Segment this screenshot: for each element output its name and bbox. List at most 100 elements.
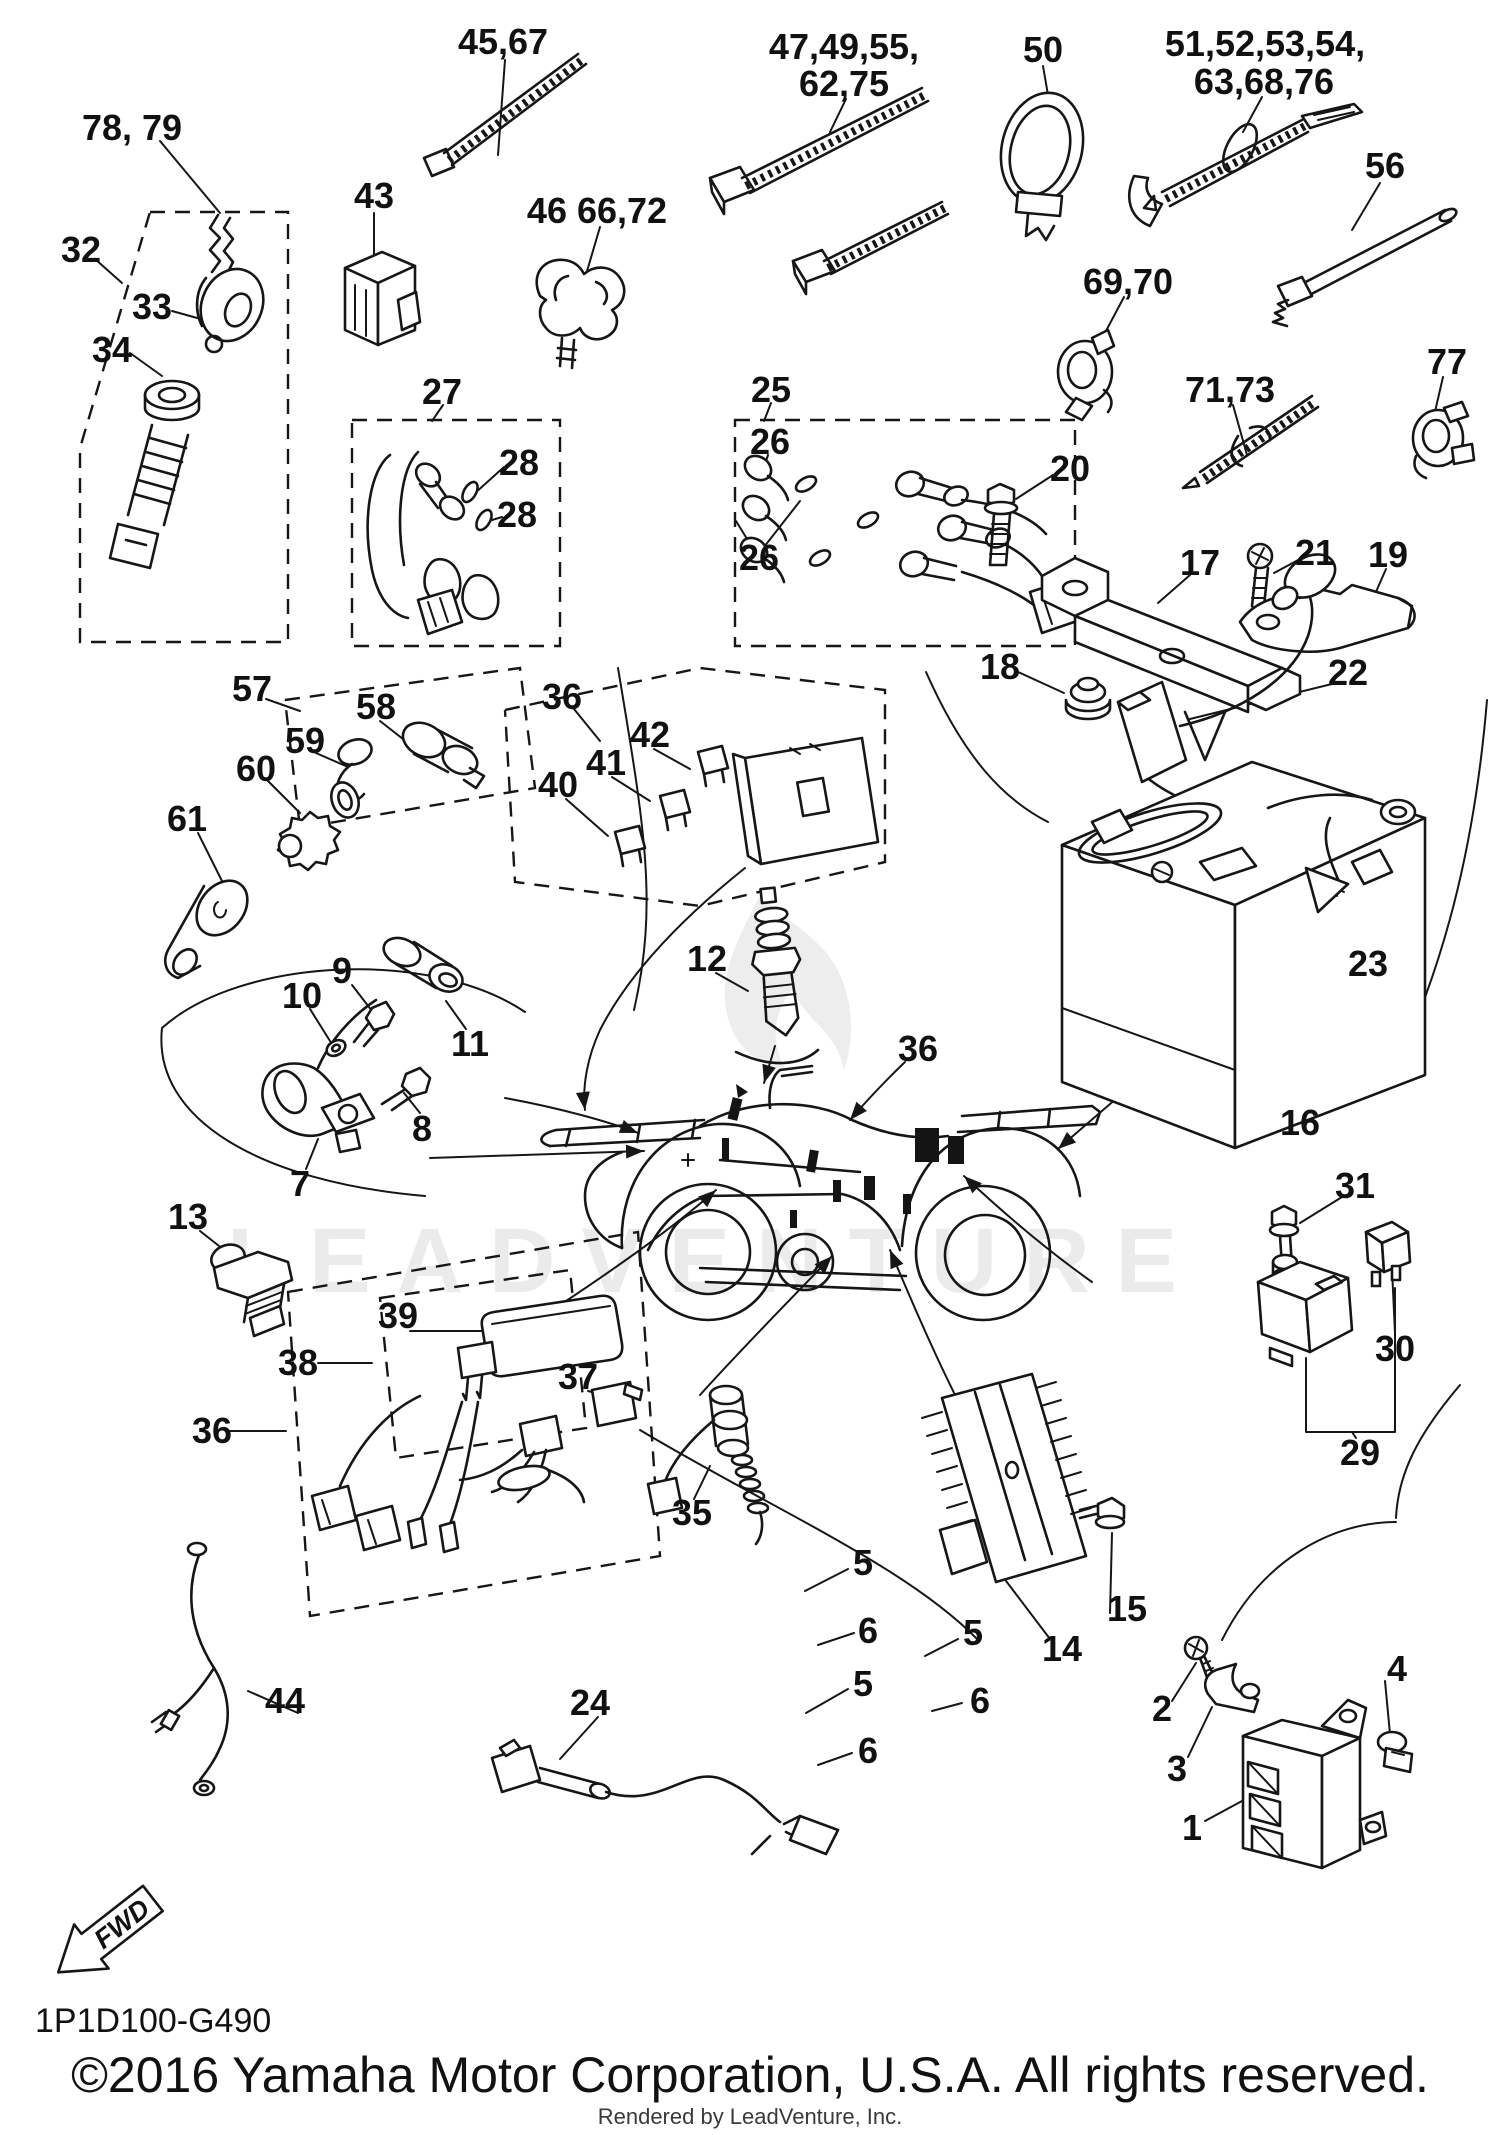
part-label-1: 1 <box>1182 1807 1202 1848</box>
part-label-2: 2 <box>1152 1688 1172 1729</box>
part-cable-tie-71-73 <box>1181 394 1320 490</box>
diagram-code: 1P1D100-G490 <box>35 2002 271 2040</box>
part-ecu-1-2-3-4 <box>1183 1635 1414 1870</box>
rendered-by-line: Rendered by LeadVenture, Inc. <box>598 2104 903 2129</box>
part-ignition-coil-7-8-9-10-11 <box>261 936 464 1154</box>
part-label-10: 10 <box>282 975 322 1016</box>
part-band-clamp-51-52-53-54-63-68-76 <box>1127 102 1364 228</box>
part-label-35: 35 <box>672 1492 712 1533</box>
part-grommet-18 <box>1064 676 1112 721</box>
part-starter-relay-29-30-31 <box>1256 1204 1412 1368</box>
watermark-text: LEADVENTURE <box>227 1210 1203 1312</box>
part-label-36: 36 <box>542 676 582 717</box>
part-label-33: 33 <box>132 286 172 327</box>
part-label-6: 6 <box>858 1610 878 1651</box>
part-label-18: 18 <box>980 646 1020 687</box>
part-meter-bulb-harness-27-28 <box>350 418 562 648</box>
part-label-37: 37 <box>558 1356 598 1397</box>
part-wire-harness-36-38-39-37 <box>286 1230 662 1618</box>
part-bolt-20 <box>983 482 1019 567</box>
part-label-69-70: 69,70 <box>1083 261 1173 302</box>
part-label-8: 8 <box>412 1108 432 1149</box>
part-battery-16 <box>1060 760 1427 1150</box>
part-label-46-66-72: 46 66,72 <box>527 190 667 231</box>
part-label-41: 41 <box>586 742 626 783</box>
part-label-5: 5 <box>853 1663 873 1704</box>
part-label-58: 58 <box>356 686 396 727</box>
part-label-13: 13 <box>168 1196 208 1237</box>
part-label-21: 21 <box>1295 532 1335 573</box>
part-label-15: 15 <box>1107 1588 1147 1629</box>
part-label-22: 22 <box>1328 652 1368 693</box>
part-label-6: 6 <box>970 1680 990 1721</box>
part-wire-clip-77 <box>1411 400 1476 480</box>
part-label-47-49-55-: 47,49,55, <box>769 26 919 67</box>
part-socket-kit-57-58-59-60-61 <box>164 666 537 980</box>
part-cable-tie-47-49-55-62-75 <box>708 86 930 216</box>
part-label-5: 5 <box>963 1612 983 1653</box>
part-label-26: 26 <box>750 421 790 462</box>
part-fuse-box-36-40-41-42 <box>503 666 887 908</box>
part-switch-13 <box>210 1243 294 1338</box>
part-hose-clamp-50 <box>999 91 1085 242</box>
part-label-57: 57 <box>232 668 272 709</box>
fwd-direction-arrow: FWD <box>56 1884 164 1974</box>
part-clamp-46-66-72 <box>535 258 626 370</box>
part-label-4: 4 <box>1387 1648 1407 1689</box>
part-battery-bracket-17 <box>1040 556 1302 762</box>
part-label-26: 26 <box>739 537 779 578</box>
part-label-19: 19 <box>1368 534 1408 575</box>
part-lead-wire-24 <box>490 1738 840 1856</box>
part-label-44: 44 <box>265 1680 305 1721</box>
part-label-43: 43 <box>354 175 394 216</box>
part-label-5: 5 <box>853 1542 873 1583</box>
part-label-31: 31 <box>1335 1165 1375 1206</box>
part-label-30: 30 <box>1375 1328 1415 1369</box>
part-regulator-14-15 <box>921 1372 1126 1584</box>
part-label-60: 60 <box>236 748 276 789</box>
part-label-39: 39 <box>378 1295 418 1336</box>
part-spark-plug-12 <box>751 886 802 1037</box>
part-label-42: 42 <box>630 714 670 755</box>
part-label-9: 9 <box>332 950 352 991</box>
part-label-40: 40 <box>538 764 578 805</box>
part-label-51-52-53-54-: 51,52,53,54, <box>1165 23 1365 64</box>
part-label-20: 20 <box>1050 448 1090 489</box>
part-label-32: 32 <box>61 229 101 270</box>
part-label-77: 77 <box>1427 341 1467 382</box>
part-label-45-67: 45,67 <box>458 21 548 62</box>
part-battery-cable-23 <box>1266 793 1417 914</box>
part-label-28: 28 <box>497 494 537 535</box>
part-label-59: 59 <box>285 720 325 761</box>
part-relay-43 <box>343 250 422 347</box>
part-label-17: 17 <box>1180 542 1220 583</box>
part-cable-tie-48-64-65-74 <box>791 200 950 296</box>
part-cable-tie-56 <box>1271 207 1458 328</box>
part-cable-tie-45-67 <box>422 52 588 178</box>
part-label-12: 12 <box>687 938 727 979</box>
part-label-11: 11 <box>451 1023 489 1064</box>
part-label-23: 23 <box>1348 943 1388 984</box>
part-label-38: 38 <box>278 1342 318 1383</box>
part-label-34: 34 <box>92 329 132 370</box>
part-label-61: 61 <box>167 798 207 839</box>
part-label-50: 50 <box>1023 29 1063 70</box>
part-sensor-35 <box>646 1384 770 1546</box>
leadventure-watermark: LEADVENTURE <box>227 895 1203 1312</box>
copyright-line: ©2016 Yamaha Motor Corporation, U.S.A. A… <box>71 2047 1429 2103</box>
part-label-7: 7 <box>290 1163 310 1204</box>
part-label-24: 24 <box>570 1682 610 1723</box>
part-label-29: 29 <box>1340 1432 1380 1473</box>
part-label-63-68-76: 63,68,76 <box>1194 61 1334 102</box>
part-headlight-bulb-harness-25-26 <box>733 418 1082 648</box>
part-label-27: 27 <box>422 371 462 412</box>
part-label-6: 6 <box>858 1730 878 1771</box>
part-label-3: 3 <box>1167 1748 1187 1789</box>
part-label-56: 56 <box>1365 145 1405 186</box>
part-label-36: 36 <box>192 1410 232 1451</box>
part-label-78-79: 78, 79 <box>82 107 182 148</box>
part-wire-clip-69-70 <box>1056 328 1116 422</box>
